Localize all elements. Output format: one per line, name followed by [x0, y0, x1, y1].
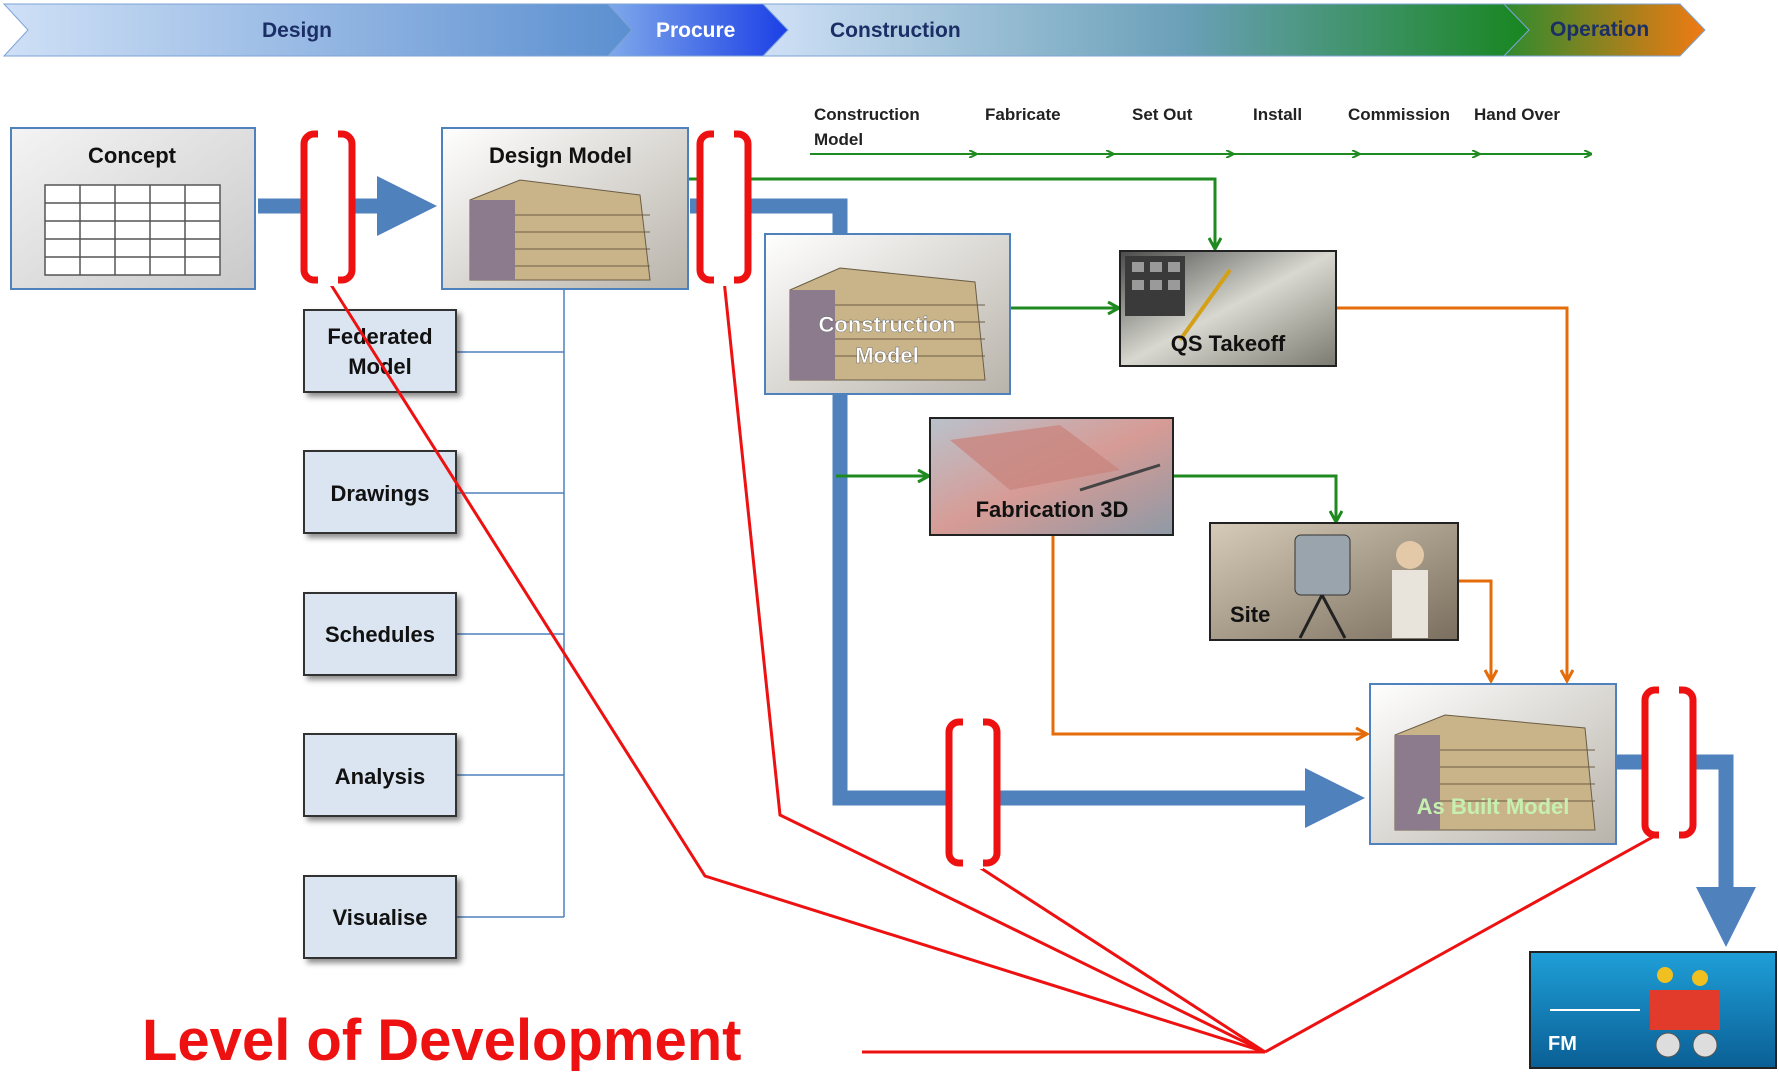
timeline-step-hand-over: Hand Over — [1474, 105, 1560, 124]
flow-fab-to-asbuilt — [1051, 535, 1366, 734]
concept-node: Concept — [10, 127, 256, 290]
design-model-node: Design Model — [441, 127, 689, 290]
site-label: Site — [1230, 602, 1270, 627]
as-built-model-label: As Built Model — [1417, 794, 1570, 819]
qs-takeoff-label: QS Takeoff — [1171, 331, 1286, 356]
laser-scanner-icon — [1294, 534, 1428, 639]
orange-flows — [1051, 306, 1567, 734]
concept-label: Concept — [88, 143, 177, 168]
fm-node: FM — [1529, 951, 1777, 1069]
schedules-box: Schedules — [303, 592, 457, 676]
svg-text:Model: Model — [348, 354, 412, 379]
phase-design-label: Design — [262, 19, 332, 42]
fm-label: FM — [1548, 1033, 1577, 1055]
federated-model-box: Federated Model — [303, 309, 457, 393]
analysis-box: Analysis — [303, 733, 457, 817]
phase-banner: Design Procure Construction Operation — [2, 3, 1706, 57]
lod-title: Level of Development — [142, 1008, 741, 1071]
output-boxes: Federated Model Drawings Schedules Analy… — [303, 309, 457, 959]
svg-text:Analysis: Analysis — [335, 764, 426, 789]
flow-fab-to-site — [1173, 474, 1336, 521]
lod-pointer-lines — [326, 279, 1670, 1054]
svg-text:Schedules: Schedules — [325, 622, 435, 647]
as-built-model-node: As Built Model — [1369, 683, 1617, 845]
drawings-box: Drawings — [303, 450, 457, 534]
flow-qs-to-asbuilt — [1336, 306, 1567, 680]
svg-text:Visualise: Visualise — [333, 905, 428, 930]
building-render-icon — [789, 267, 986, 381]
output-tree — [456, 288, 565, 918]
construction-model-label-2: Model — [855, 343, 919, 368]
green-flows — [688, 177, 1336, 521]
maintenance-worker-icon — [1550, 967, 1720, 1058]
svg-text:Federated: Federated — [327, 324, 432, 349]
timeline-step-set-out: Set Out — [1132, 105, 1193, 124]
construction-model-label-1: Construction — [819, 312, 956, 337]
timeline-step-construction: Construction — [814, 105, 920, 124]
site-node: Site — [1209, 522, 1459, 641]
visualise-box: Visualise — [303, 875, 457, 959]
building-sketch-icon — [44, 184, 221, 276]
fabrication-3d-label: Fabrication 3D — [976, 497, 1129, 522]
svg-text:Drawings: Drawings — [330, 481, 429, 506]
qs-takeoff-node: QS Takeoff — [1119, 250, 1337, 367]
fabrication-plate-icon — [950, 425, 1161, 492]
phase-operation-label: Operation — [1550, 18, 1649, 41]
phase-construction-label: Construction — [830, 19, 961, 42]
building-render-icon — [469, 179, 651, 281]
flow-design-to-qs — [688, 177, 1215, 248]
construction-timeline: Construction Model Fabricate Set Out Ins… — [810, 105, 1590, 154]
design-model-label: Design Model — [489, 143, 632, 168]
phase-procure-label: Procure — [656, 19, 735, 42]
timeline-step-install: Install — [1253, 105, 1302, 124]
fabrication-3d-node: Fabrication 3D — [929, 417, 1174, 536]
calculator-icon — [1125, 256, 1232, 342]
timeline-step-fabricate: Fabricate — [985, 105, 1061, 124]
phase-operation-chevron — [1502, 3, 1706, 57]
flow-design-to-asbuilt — [690, 198, 1365, 828]
timeline-step-construction-line2: Model — [814, 130, 863, 149]
flow-site-to-asbuilt — [1458, 579, 1491, 680]
lod-gate-gaps — [318, 128, 1679, 869]
construction-model-node: Construction Model — [764, 233, 1011, 395]
building-render-icon — [1394, 714, 1596, 831]
timeline-step-commission: Commission — [1348, 105, 1450, 124]
